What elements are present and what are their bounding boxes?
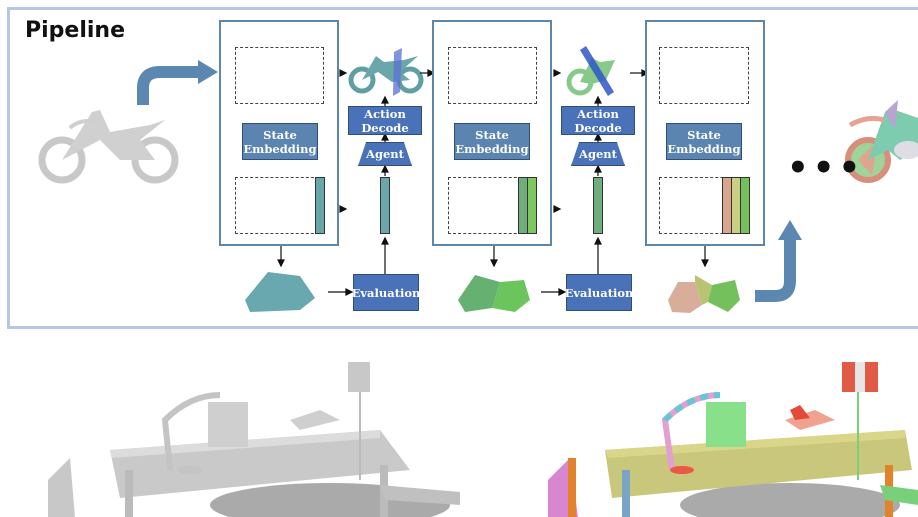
action-decode-1: Action Decode	[348, 106, 422, 135]
action2-feature-bar	[593, 177, 603, 234]
input-motorcycle	[38, 110, 179, 184]
agent-2: Agent	[571, 142, 625, 166]
stage1-shape-box	[235, 47, 324, 104]
output-arrow	[755, 238, 796, 302]
stage2-shape-box	[448, 47, 537, 104]
decomposed-scene	[548, 362, 918, 517]
cut-plane-2	[580, 46, 614, 96]
stage3-shape-box	[659, 47, 749, 104]
input-arrowhead	[198, 60, 218, 84]
hull-1	[245, 272, 315, 312]
hull-3	[668, 275, 740, 313]
action1-feature-bar	[380, 177, 390, 234]
action1-motorcycle	[348, 48, 424, 96]
stage2-embedding-bar-b	[527, 177, 537, 234]
stage3-embedding-bar-c	[740, 177, 750, 234]
action-decode-2: Action Decode	[561, 106, 635, 135]
cut-plane-1	[393, 48, 402, 96]
input-arrow	[137, 66, 200, 105]
evaluation-1: Evaluation	[352, 274, 420, 311]
state-embedding-1: State Embedding	[242, 123, 318, 160]
state-embedding-2: State Embedding	[454, 123, 530, 160]
state-embedding-3: State Embedding	[666, 123, 742, 160]
output-motorcycle	[845, 100, 918, 183]
pipeline-frame	[7, 7, 918, 329]
pipeline-title: Pipeline	[25, 18, 125, 43]
evaluation-2: Evaluation	[565, 274, 633, 311]
hull-2	[458, 275, 530, 312]
stage1-embedding-box	[235, 177, 324, 234]
stage1-embedding-bar	[315, 177, 325, 234]
continuation-ellipsis: •••	[787, 148, 865, 188]
action2-motorcycle	[566, 46, 615, 96]
input-scene	[0, 340, 460, 517]
agent-1: Agent	[358, 142, 412, 166]
output-arrowhead	[778, 220, 802, 240]
